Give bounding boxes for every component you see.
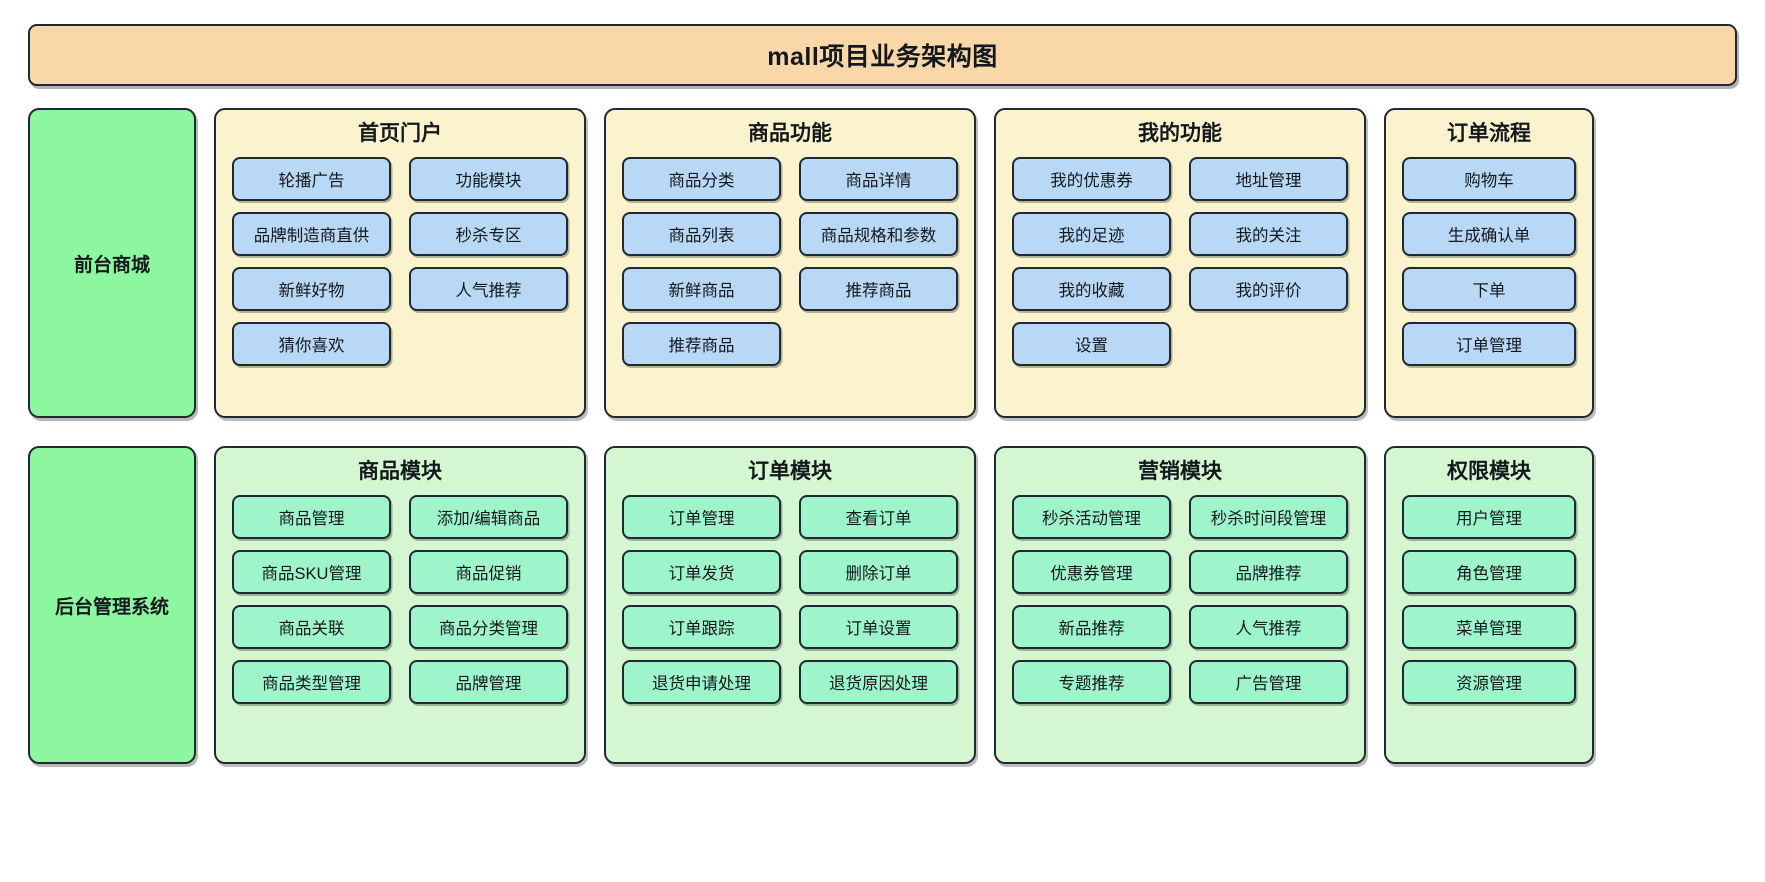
item-box[interactable]: 品牌制造商直供 [232,212,391,257]
group-items: 订单管理 查看订单 订单发货 删除订单 订单跟踪 订单设置 退货申请处理 退货原… [622,495,958,705]
item-box[interactable]: 商品类型管理 [232,660,391,705]
group-title: 订单模块 [748,460,832,483]
item-box[interactable]: 订单管理 [1402,322,1576,367]
item-box[interactable]: 秒杀时间段管理 [1189,495,1348,540]
group-items: 商品管理 添加/编辑商品 商品SKU管理 商品促销 商品关联 商品分类管理 商品… [232,495,568,705]
item-box[interactable]: 广告管理 [1189,660,1348,705]
item-box[interactable]: 订单跟踪 [622,605,781,650]
item-box[interactable]: 角色管理 [1402,550,1576,595]
item-box[interactable]: 商品SKU管理 [232,550,391,595]
item-box[interactable]: 订单发货 [622,550,781,595]
band-label-admin: 后台管理系统 [28,446,196,764]
item-box[interactable]: 菜单管理 [1402,605,1576,650]
item-box[interactable]: 秒杀专区 [409,212,568,257]
group-title: 我的功能 [1138,122,1222,145]
item-box[interactable]: 退货原因处理 [799,660,958,705]
group-panel-order-module: 订单模块 订单管理 查看订单 订单发货 删除订单 订单跟踪 订单设置 退货申请处… [604,446,976,764]
item-box[interactable]: 下单 [1402,267,1576,312]
group-title: 商品功能 [748,122,832,145]
item-box[interactable]: 生成确认单 [1402,212,1576,257]
item-box[interactable]: 新品推荐 [1012,605,1171,650]
item-box[interactable]: 退货申请处理 [622,660,781,705]
group-items: 轮播广告 功能模块 品牌制造商直供 秒杀专区 新鲜好物 人气推荐 猜你喜欢 [232,157,568,367]
item-box[interactable]: 资源管理 [1402,660,1576,705]
item-box[interactable]: 删除订单 [799,550,958,595]
item-box[interactable]: 商品管理 [232,495,391,540]
group-title: 订单流程 [1447,122,1531,145]
item-box[interactable]: 我的优惠券 [1012,157,1171,202]
group-items: 秒杀活动管理 秒杀时间段管理 优惠券管理 品牌推荐 新品推荐 人气推荐 专题推荐… [1012,495,1348,705]
item-box[interactable]: 轮播广告 [232,157,391,202]
item-box[interactable]: 我的关注 [1189,212,1348,257]
item-box[interactable]: 用户管理 [1402,495,1576,540]
item-box[interactable]: 添加/编辑商品 [409,495,568,540]
group-items: 用户管理 角色管理 菜单管理 资源管理 [1402,495,1576,705]
group-panel-product-module: 商品模块 商品管理 添加/编辑商品 商品SKU管理 商品促销 商品关联 商品分类… [214,446,586,764]
item-box[interactable]: 我的足迹 [1012,212,1171,257]
item-box[interactable]: 商品分类 [622,157,781,202]
admin-layer-row: 后台管理系统 商品模块 商品管理 添加/编辑商品 商品SKU管理 商品促销 商品… [28,446,1737,764]
item-box[interactable]: 查看订单 [799,495,958,540]
group-title: 商品模块 [358,460,442,483]
item-box[interactable]: 购物车 [1402,157,1576,202]
item-box[interactable]: 商品促销 [409,550,568,595]
item-box[interactable]: 优惠券管理 [1012,550,1171,595]
front-layer-row: 前台商城 首页门户 轮播广告 功能模块 品牌制造商直供 秒杀专区 新鲜好物 人气… [28,108,1737,418]
group-title: 首页门户 [358,122,442,145]
item-box[interactable]: 商品详情 [799,157,958,202]
item-box[interactable]: 功能模块 [409,157,568,202]
item-box[interactable]: 人气推荐 [409,267,568,312]
item-box[interactable]: 商品列表 [622,212,781,257]
group-panel-permission-module: 权限模块 用户管理 角色管理 菜单管理 资源管理 [1384,446,1594,764]
group-title: 权限模块 [1447,460,1531,483]
item-box[interactable]: 商品分类管理 [409,605,568,650]
item-box[interactable]: 猜你喜欢 [232,322,391,367]
item-box[interactable]: 品牌管理 [409,660,568,705]
group-title: 营销模块 [1138,460,1222,483]
item-box[interactable]: 设置 [1012,322,1171,367]
item-box[interactable]: 商品规格和参数 [799,212,958,257]
item-box[interactable]: 推荐商品 [622,322,781,367]
group-items: 我的优惠券 地址管理 我的足迹 我的关注 我的收藏 我的评价 设置 [1012,157,1348,367]
item-box[interactable]: 地址管理 [1189,157,1348,202]
item-box[interactable]: 我的收藏 [1012,267,1171,312]
group-items: 商品分类 商品详情 商品列表 商品规格和参数 新鲜商品 推荐商品 推荐商品 [622,157,958,367]
band-label-front: 前台商城 [28,108,196,418]
diagram-title: mall项目业务架构图 [28,24,1737,86]
item-box[interactable]: 订单设置 [799,605,958,650]
item-box[interactable]: 人气推荐 [1189,605,1348,650]
group-panel-product-features: 商品功能 商品分类 商品详情 商品列表 商品规格和参数 新鲜商品 推荐商品 推荐… [604,108,976,418]
item-box[interactable]: 订单管理 [622,495,781,540]
item-box[interactable]: 新鲜好物 [232,267,391,312]
item-box[interactable]: 我的评价 [1189,267,1348,312]
item-box[interactable]: 新鲜商品 [622,267,781,312]
group-panel-my-features: 我的功能 我的优惠券 地址管理 我的足迹 我的关注 我的收藏 我的评价 设置 [994,108,1366,418]
item-box[interactable]: 品牌推荐 [1189,550,1348,595]
item-box[interactable]: 推荐商品 [799,267,958,312]
item-box[interactable]: 秒杀活动管理 [1012,495,1171,540]
group-panel-home-portal: 首页门户 轮播广告 功能模块 品牌制造商直供 秒杀专区 新鲜好物 人气推荐 猜你… [214,108,586,418]
group-panel-marketing-module: 营销模块 秒杀活动管理 秒杀时间段管理 优惠券管理 品牌推荐 新品推荐 人气推荐… [994,446,1366,764]
group-items: 购物车 生成确认单 下单 订单管理 [1402,157,1576,367]
group-panel-order-flow: 订单流程 购物车 生成确认单 下单 订单管理 [1384,108,1594,418]
item-box[interactable]: 商品关联 [232,605,391,650]
item-box[interactable]: 专题推荐 [1012,660,1171,705]
